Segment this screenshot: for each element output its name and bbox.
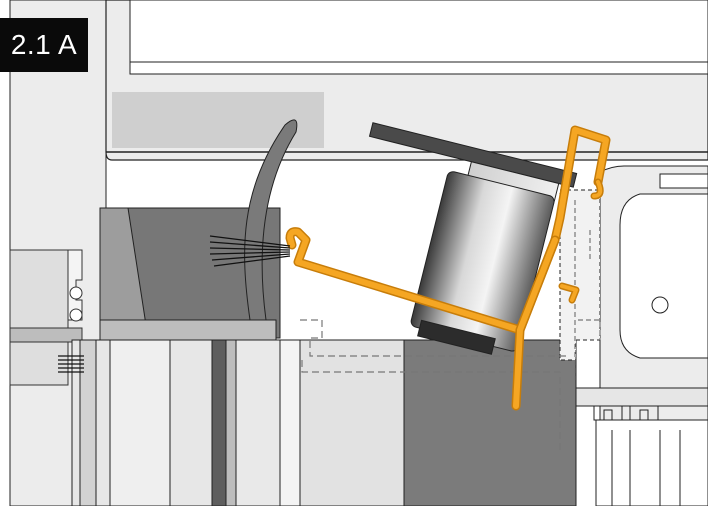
- mid-right-profile: [559, 189, 601, 361]
- brush-seal-icon: [209, 235, 291, 267]
- curved-seal: [244, 119, 298, 321]
- lower-bar: [99, 319, 277, 341]
- left-profile-hole-2: [69, 308, 83, 322]
- lower-glass-dark: [403, 339, 577, 507]
- figure-label: 2.1 A: [0, 18, 88, 72]
- left-frame-inset: [9, 249, 69, 386]
- orange-bracket: [285, 125, 611, 411]
- lower-glass-panel-4: [211, 339, 227, 507]
- right-profile-hole: [651, 296, 669, 314]
- lower-glass-panel-6: [235, 339, 281, 507]
- right-lower-clips: [593, 406, 659, 421]
- right-lower-grid: [595, 419, 708, 507]
- cylinder-base: [417, 319, 496, 355]
- right-lower-bar: [575, 387, 708, 407]
- lower-glass-panel-8: [299, 339, 405, 507]
- dashed-outline-upper: [300, 319, 570, 357]
- top-glass-inner: [129, 0, 708, 75]
- right-profile-detail: [619, 193, 708, 359]
- dashed-outline-lower: [301, 360, 561, 450]
- lower-glass-panel-3: [109, 339, 171, 507]
- right-profile-channel: [659, 173, 708, 189]
- left-frame-ledge: [9, 327, 83, 343]
- lower-glass-panel-5: [225, 339, 237, 507]
- lower-glass-panel-7: [279, 339, 301, 507]
- left-profile-hole-1: [69, 286, 83, 300]
- brush-seal-icon: [58, 355, 84, 373]
- lower-glass-panel-2: [79, 339, 97, 507]
